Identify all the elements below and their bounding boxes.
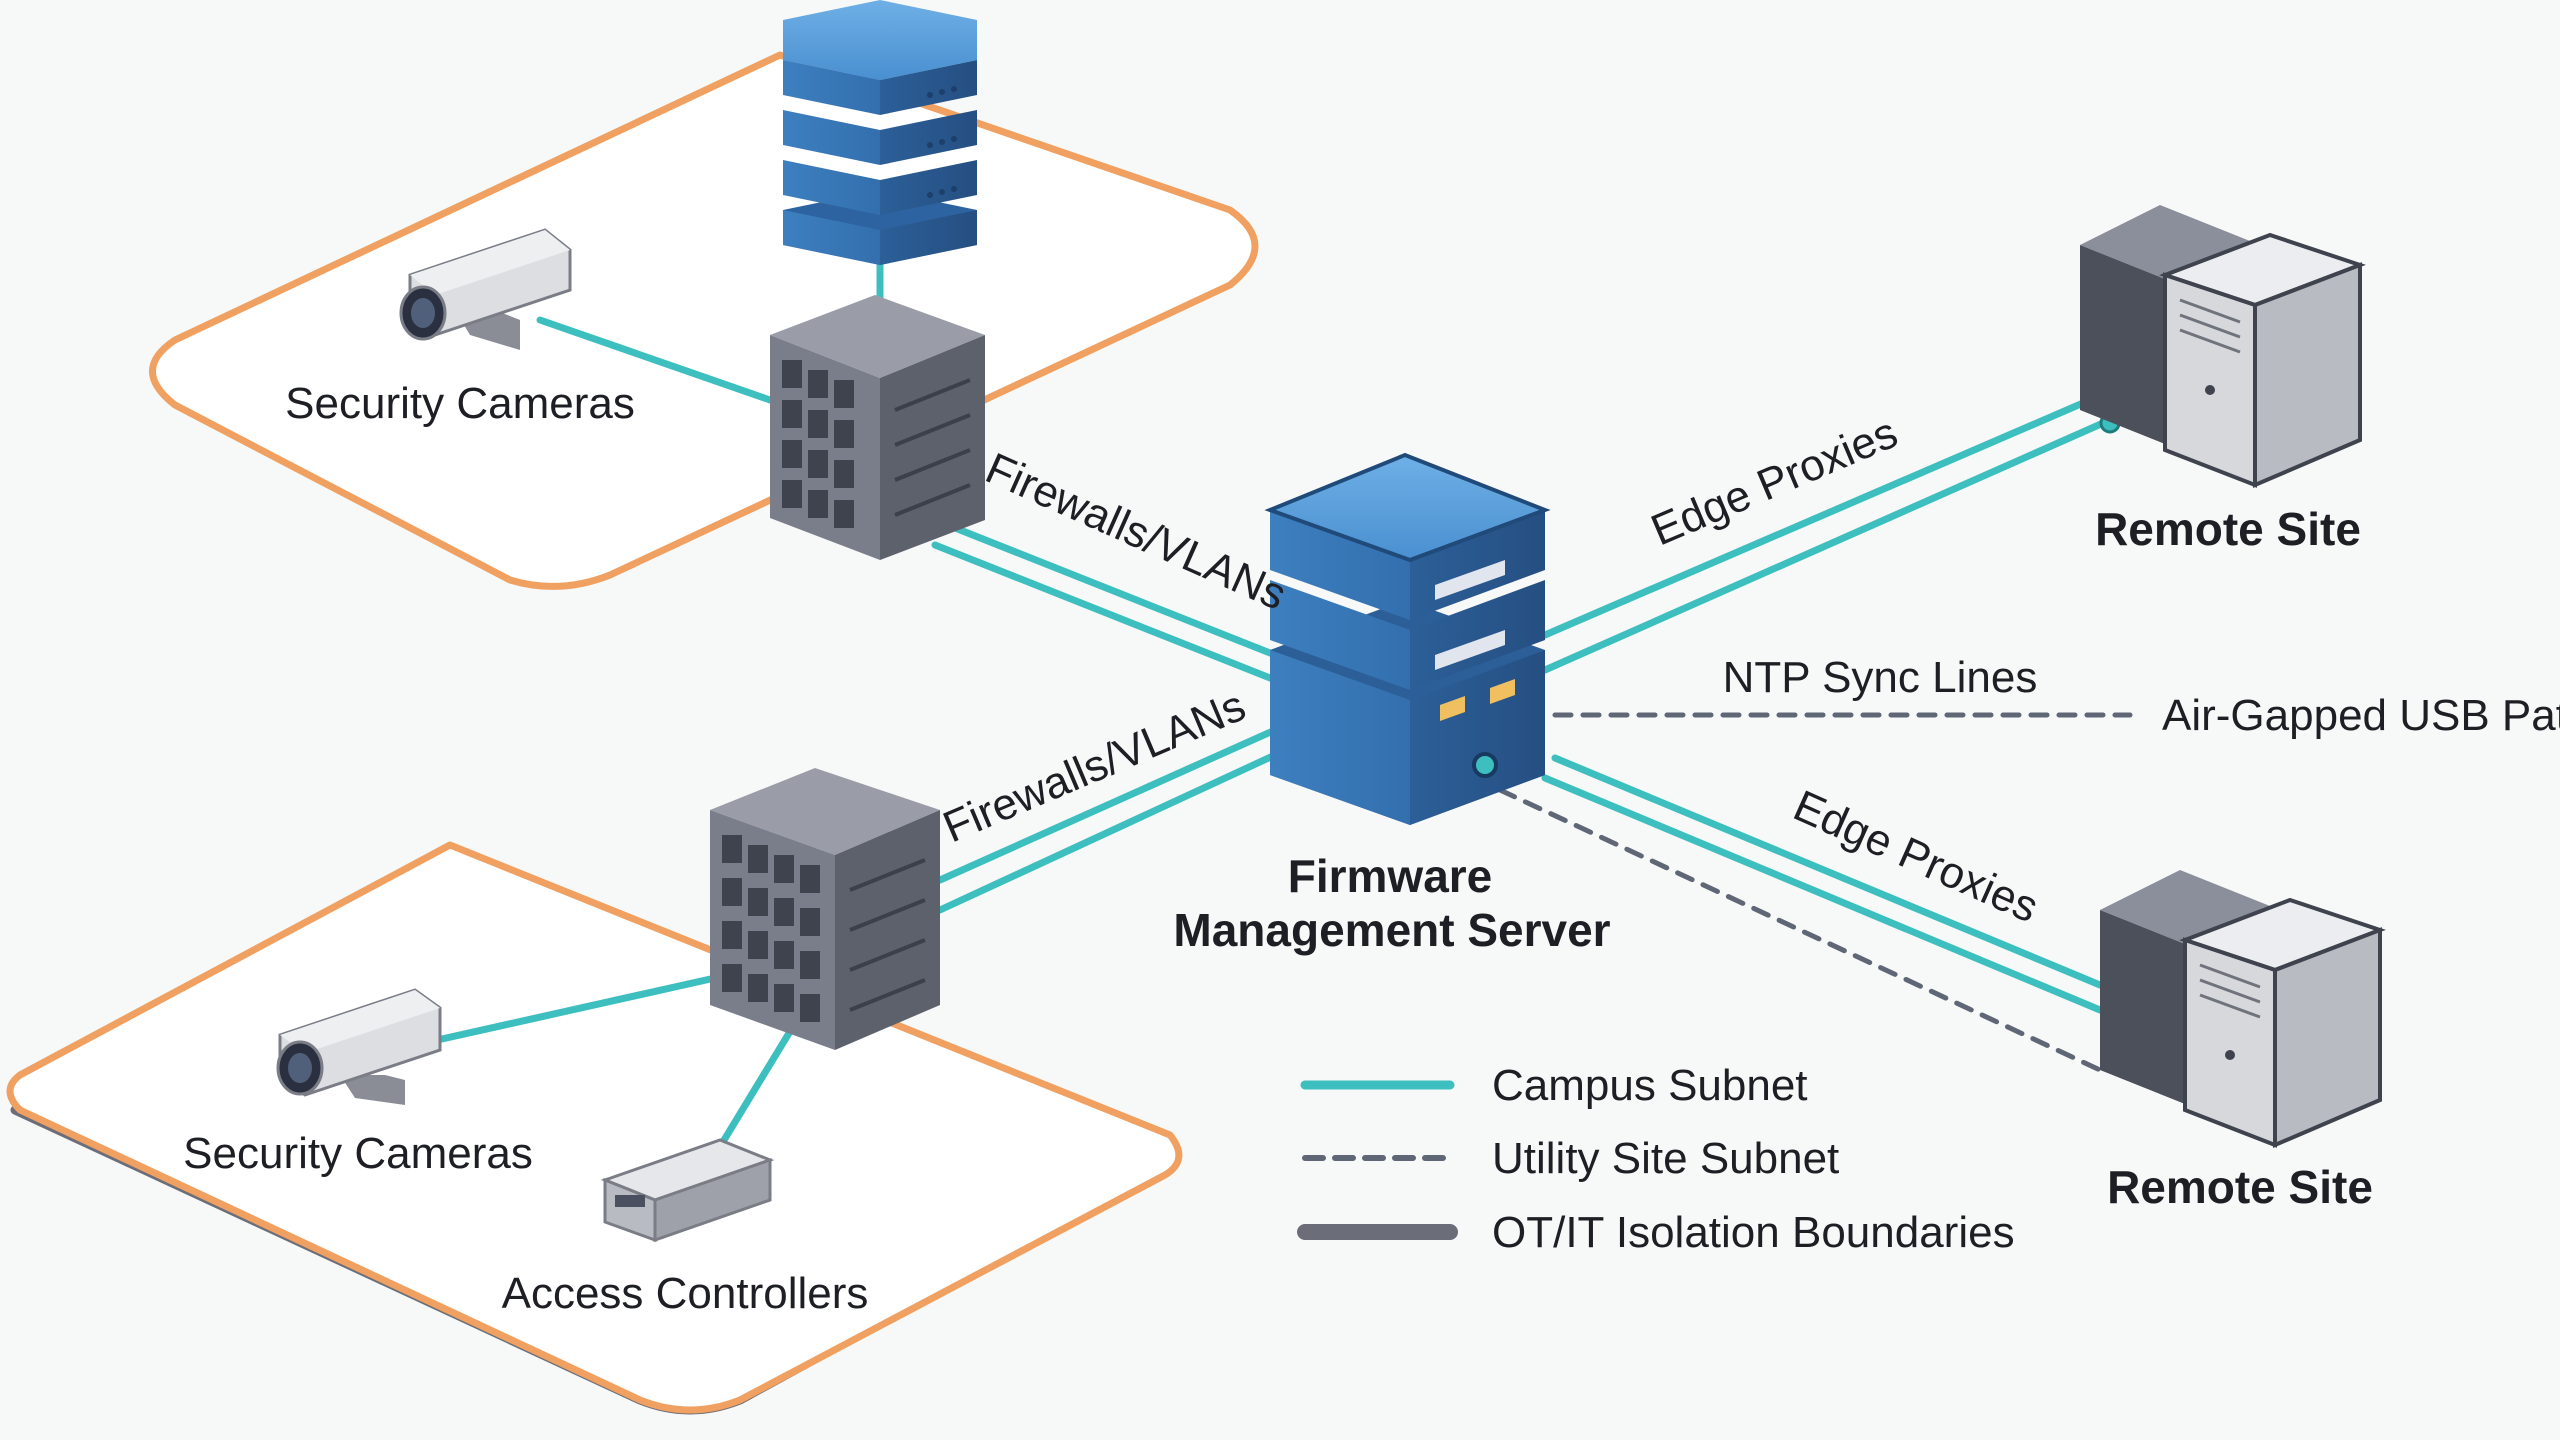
label-access-controllers: Access Controllers xyxy=(502,1269,869,1318)
security-camera-icon xyxy=(399,228,572,350)
label-air-gapped: Air-Gapped USB Path xyxy=(2162,691,2560,740)
utility-links xyxy=(1497,712,2133,1073)
label-remote-site-top: Remote Site xyxy=(2095,503,2361,555)
legend-label-isolation: OT/IT Isolation Boundaries xyxy=(1492,1208,2015,1257)
legend: Campus Subnet Utility Site Subnet OT/IT … xyxy=(1297,1061,2015,1257)
rack-switch-icon xyxy=(770,295,985,560)
access-controller-icon xyxy=(600,1138,775,1243)
label-security-cameras-bottom: Security Cameras xyxy=(183,1129,533,1178)
remote-site-tower-icon xyxy=(2100,870,2386,1149)
firmware-server-icon xyxy=(1264,452,1551,825)
security-camera-icon xyxy=(276,988,442,1105)
label-server-line2: Management Server xyxy=(1173,904,1610,956)
remote-site-tower-icon xyxy=(2080,205,2366,489)
top-zone-boundary xyxy=(149,51,1259,590)
legend-label-campus: Campus Subnet xyxy=(1492,1061,1808,1110)
label-remote-site-bottom: Remote Site xyxy=(2107,1161,2373,1213)
label-server-line1: Firmware xyxy=(1288,850,1493,902)
label-security-cameras-top: Security Cameras xyxy=(285,379,635,428)
label-ntp-sync: NTP Sync Lines xyxy=(1723,653,2038,702)
bottom-zone-boundary xyxy=(6,841,1183,1414)
rack-switch-icon xyxy=(710,768,940,1050)
label-firewalls-bottom: Firewalls/VLANs xyxy=(936,681,1252,852)
campus-links xyxy=(411,251,2114,1154)
label-firewalls-top: Firewalls/VLANs xyxy=(979,444,1294,620)
server-stack-icon xyxy=(783,0,977,265)
legend-label-utility: Utility Site Subnet xyxy=(1492,1134,1839,1183)
